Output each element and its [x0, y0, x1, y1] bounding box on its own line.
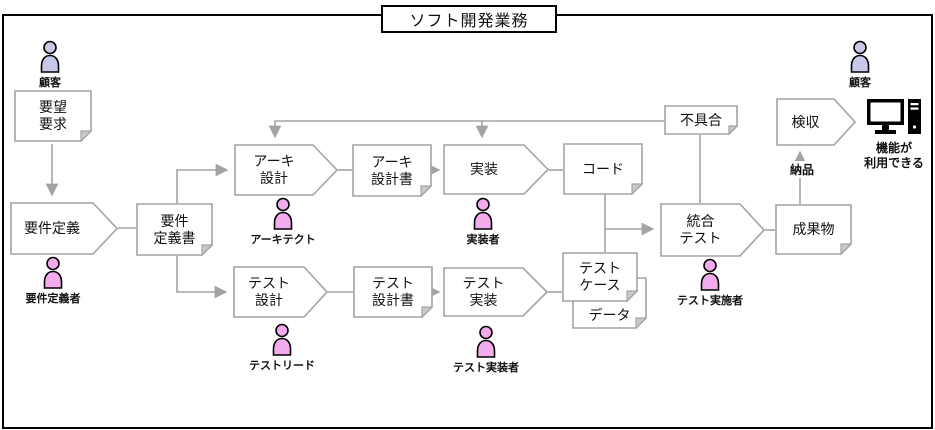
doc-label: 要望 要求 — [39, 99, 67, 132]
edge-label-delivery: 納品 — [788, 161, 817, 178]
doc-label: 不具合 — [680, 111, 722, 128]
actor-test-implementer: テスト実装者 — [441, 325, 531, 375]
doc-test-case: テスト ケース — [562, 252, 638, 302]
actor-implementer: 実装者 — [455, 197, 511, 247]
process-integration-test: 統合 テスト — [660, 203, 765, 257]
end-state-function-available: 機能が 利用できる — [851, 98, 935, 171]
diagram-title: ソフト開発業務 — [381, 5, 557, 33]
person-icon — [476, 325, 496, 358]
process-test-design: テスト 設計 — [233, 266, 328, 318]
person-icon — [473, 197, 493, 230]
doc-arch-spec: アーキ 設計書 — [352, 144, 432, 197]
person-icon — [700, 258, 720, 291]
doc-label: テスト ケース — [579, 260, 621, 293]
process-implementation: 実装 — [443, 144, 549, 195]
actor-label: テスト実施者 — [677, 295, 743, 307]
process-req-definition: 要件定義 — [10, 202, 118, 255]
edge-reqspec-to-arch — [176, 163, 229, 203]
process-label: テスト 実装 — [462, 275, 505, 308]
edge-reqspec-to-testdesign — [176, 256, 228, 299]
actor-req-definer: 要件定義者 — [13, 256, 93, 306]
actor-label: 実装者 — [466, 234, 500, 246]
actor-label: テストリード — [249, 360, 315, 372]
doc-defect: 不具合 — [664, 105, 738, 135]
doc-label: テスト 設計書 — [372, 275, 414, 308]
person-icon — [272, 323, 292, 356]
actor-test-executor: テスト実施者 — [665, 258, 755, 308]
actor-customer-right: 顧客 — [836, 40, 884, 90]
computer-icon — [867, 99, 921, 134]
actor-customer-left: 顧客 — [26, 40, 74, 90]
doc-request: 要望 要求 — [14, 90, 92, 142]
process-test-implementation: テスト 実装 — [443, 267, 548, 317]
process-label: 要件定義 — [24, 220, 80, 237]
actor-label: 顧客 — [39, 77, 61, 89]
person-icon — [43, 256, 63, 289]
process-label: 実装 — [470, 161, 498, 178]
process-label: アーキ 設計 — [253, 153, 295, 186]
doc-label: 要件 定義書 — [153, 212, 196, 246]
doc-test-spec: テスト 設計書 — [353, 266, 433, 318]
person-icon — [273, 197, 293, 230]
process-label: 検収 — [791, 113, 820, 130]
end-state-label: 機能が 利用できる — [864, 141, 924, 170]
process-label: 統合 テスト — [679, 213, 722, 246]
actor-label: 要件定義者 — [25, 293, 81, 305]
process-arch-design: アーキ 設計 — [234, 144, 338, 196]
process-acceptance: 検収 — [776, 98, 856, 146]
doc-label: 成果物 — [792, 221, 835, 238]
actor-test-lead: テストリード — [239, 323, 325, 373]
doc-code: コード — [563, 143, 643, 195]
process-label: テスト 設計 — [248, 275, 290, 308]
doc-deliverable: 成果物 — [775, 204, 852, 255]
actor-architect: アーキテクト — [239, 197, 327, 247]
doc-req-spec: 要件 定義書 — [136, 203, 213, 256]
person-icon — [850, 40, 870, 73]
doc-label: データ — [588, 306, 631, 323]
actor-label: テスト実装者 — [453, 362, 519, 374]
doc-label: コード — [582, 160, 624, 177]
actor-label: 顧客 — [849, 77, 871, 89]
actor-label: アーキテクト — [250, 234, 316, 246]
edge-defect-to-arch — [268, 120, 664, 139]
person-icon — [40, 40, 60, 73]
doc-label: アーキ 設計書 — [371, 153, 413, 187]
